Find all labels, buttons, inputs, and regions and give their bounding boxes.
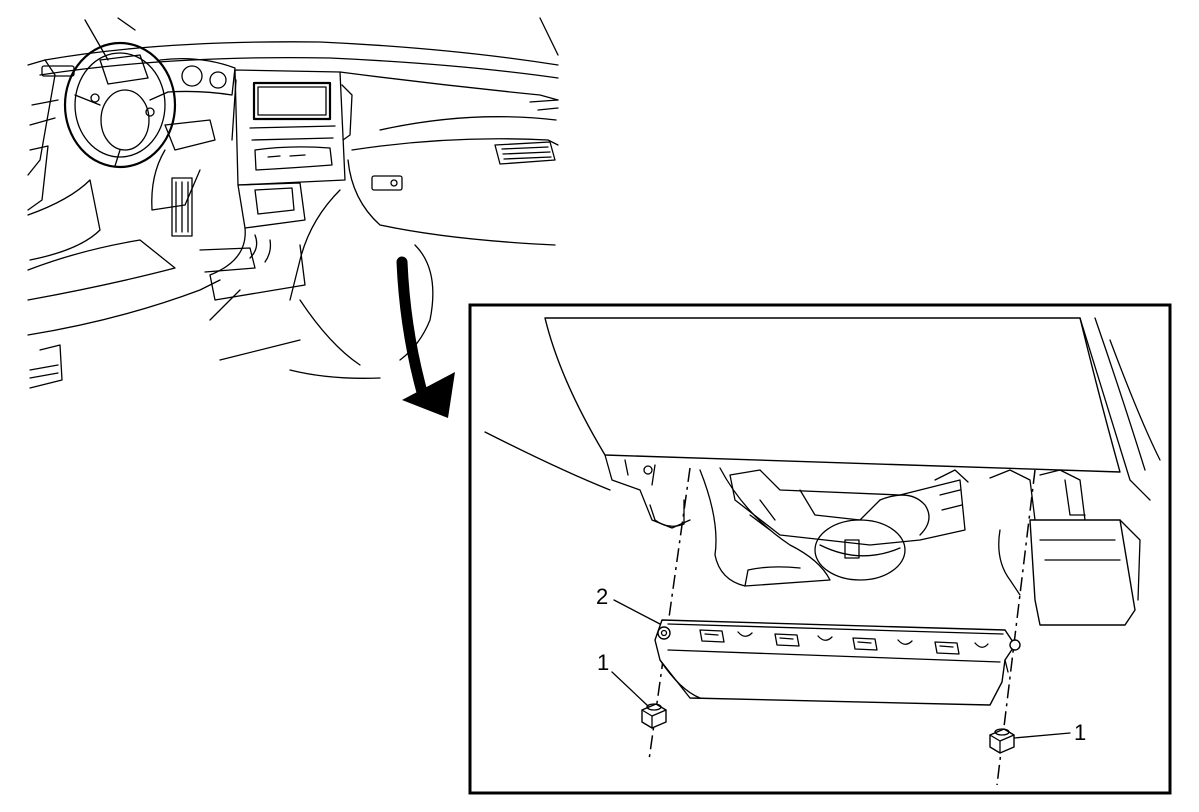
callout-label-right-nut: 1 — [1074, 720, 1086, 745]
callout-label-panel: 2 — [596, 584, 608, 609]
interior-overview — [27, 17, 559, 389]
glovebox-overview — [347, 159, 556, 246]
callout-label-left-nut: 1 — [597, 650, 609, 675]
leader-line-1-left — [611, 671, 649, 707]
dash-vent — [494, 141, 556, 165]
nut-left — [641, 703, 667, 729]
center-stack — [199, 69, 353, 301]
leader-line-2 — [613, 599, 661, 625]
panel-slots — [699, 629, 989, 655]
lower-trim-panel — [654, 619, 1021, 706]
leader-line-1-right — [1013, 732, 1071, 739]
steering-wheel — [63, 41, 177, 169]
hvac-module — [729, 469, 969, 581]
detail-view — [468, 303, 1172, 795]
zoom-arrow — [396, 256, 455, 418]
nut-right — [989, 728, 1015, 754]
